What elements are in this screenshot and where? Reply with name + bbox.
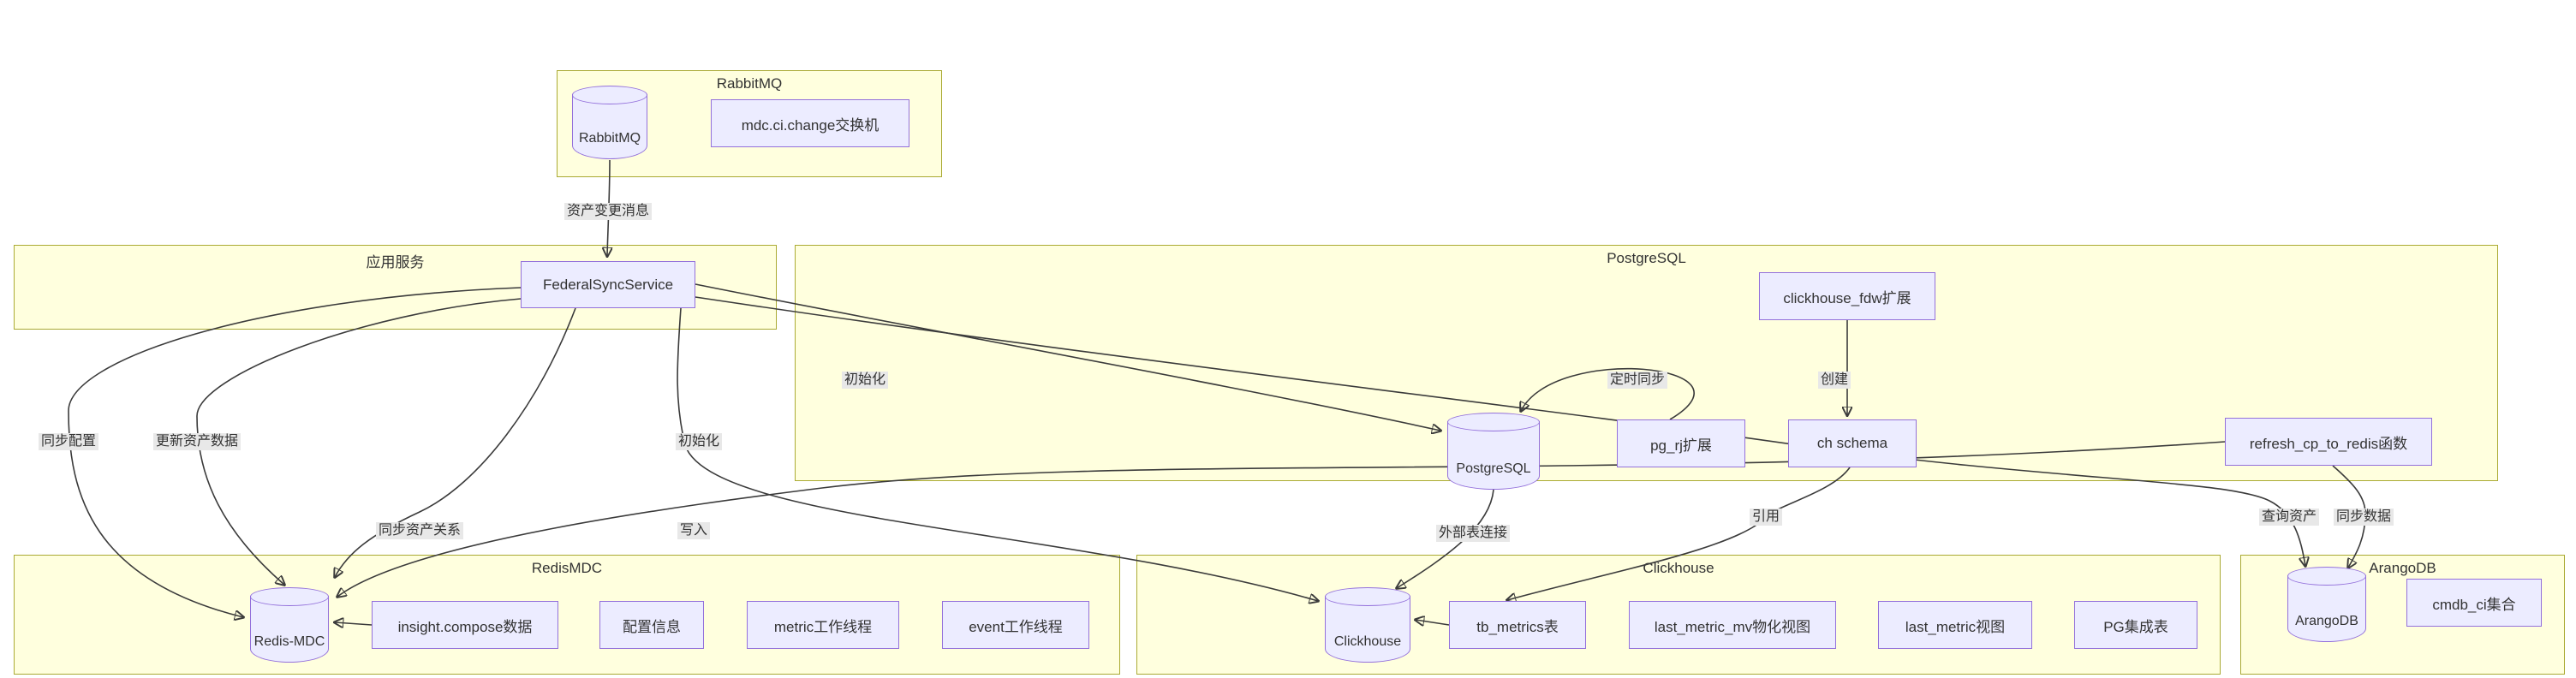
edge-federalsync-to-redis-syncrelations xyxy=(335,307,576,577)
subgraph-postgresql-title: PostgreSQL xyxy=(1607,250,1686,266)
subgraph-app-services-title: 应用服务 xyxy=(366,254,425,271)
node-metric-worker: metric工作线程 xyxy=(747,601,899,649)
node-pg-integration-table: PG集成表 xyxy=(2074,601,2197,649)
edge-label-create: 创建 xyxy=(1817,372,1852,389)
node-redis-mdc-cylinder: Redis-MDC xyxy=(250,587,329,663)
subgraph-redismdc-title: RedisMDC xyxy=(531,560,603,576)
edge-label-asset-change-message: 资产变更消息 xyxy=(564,203,653,220)
node-last-metric-view: last_metric视图 xyxy=(1878,601,2032,649)
node-insight-compose: insight.compose数据 xyxy=(372,601,558,649)
edge-refreshfn-to-redis-write xyxy=(337,441,2226,597)
edge-label-scheduled-sync: 定时同步 xyxy=(1607,372,1668,389)
edge-label-sync-data: 同步数据 xyxy=(2333,508,2394,526)
node-arangodb-label: ArangoDB xyxy=(2295,614,2358,628)
node-pg-rj-extension: pg_rj扩展 xyxy=(1617,419,1745,467)
node-rabbitmq-label: RabbitMQ xyxy=(578,131,641,146)
edge-federalsync-to-clickhouse-init xyxy=(677,307,1318,601)
edge-label-write: 写入 xyxy=(677,522,711,539)
edge-label-sync-asset-relations: 同步资产关系 xyxy=(375,522,464,539)
edge-insight-to-redis xyxy=(335,622,373,625)
edge-label-sync-config: 同步配置 xyxy=(38,433,99,450)
node-mdc-exchange: mdc.ci.change交换机 xyxy=(711,99,909,147)
edge-pgrj-to-postgresql-scheduledsync xyxy=(1521,367,1695,420)
node-clickhouse-cylinder: Clickhouse xyxy=(1325,587,1410,663)
node-rabbitmq-cylinder: RabbitMQ xyxy=(572,86,647,159)
node-cmdb-ci-collection: cmdb_ci集合 xyxy=(2406,579,2542,627)
edge-label-foreign-table-connect: 外部表连接 xyxy=(1435,525,1511,542)
edge-label-reference: 引用 xyxy=(1749,508,1783,526)
subgraph-redismdc: RedisMDC xyxy=(14,555,1120,675)
node-federal-sync-service: FederalSyncService xyxy=(521,261,695,308)
node-ch-schema: ch schema xyxy=(1788,419,1917,467)
subgraph-rabbitmq-title: RabbitMQ xyxy=(716,75,783,92)
subgraph-clickhouse-title: Clickhouse xyxy=(1643,560,1714,576)
subgraph-arangodb-title: ArangoDB xyxy=(2369,560,2436,576)
node-config-info: 配置信息 xyxy=(599,601,704,649)
edge-label-init-clickhouse: 初始化 xyxy=(675,433,723,450)
edge-label-query-assets: 查询资产 xyxy=(2258,508,2320,526)
edge-chschema-to-tbmetrics-reference xyxy=(1507,467,1851,600)
node-postgresql-label: PostgreSQL xyxy=(1456,461,1531,476)
node-refresh-cp-to-redis-fn: refresh_cp_to_redis函数 xyxy=(2225,418,2432,466)
node-event-worker: event工作线程 xyxy=(942,601,1089,649)
node-last-metric-mv: last_metric_mv物化视图 xyxy=(1629,601,1836,649)
node-clickhouse-label: Clickhouse xyxy=(1333,634,1402,649)
edge-federalsync-to-postgresql-init xyxy=(695,283,1440,431)
node-arangodb-cylinder: ArangoDB xyxy=(2287,567,2366,642)
edge-label-update-asset-data: 更新资产数据 xyxy=(152,433,242,450)
edge-tbmetrics-to-clickhouse xyxy=(1416,620,1450,625)
edge-federalsync-to-redis-syncconfig xyxy=(68,287,522,617)
node-postgresql-cylinder: PostgreSQL xyxy=(1447,413,1540,490)
edge-federalsync-to-redis-updateassets xyxy=(196,298,522,585)
edge-label-init-postgresql: 初始化 xyxy=(841,372,889,389)
node-tb-metrics: tb_metrics表 xyxy=(1449,601,1586,649)
node-redis-mdc-label: Redis-MDC xyxy=(253,634,325,649)
node-clickhouse-fdw: clickhouse_fdw扩展 xyxy=(1759,272,1935,320)
